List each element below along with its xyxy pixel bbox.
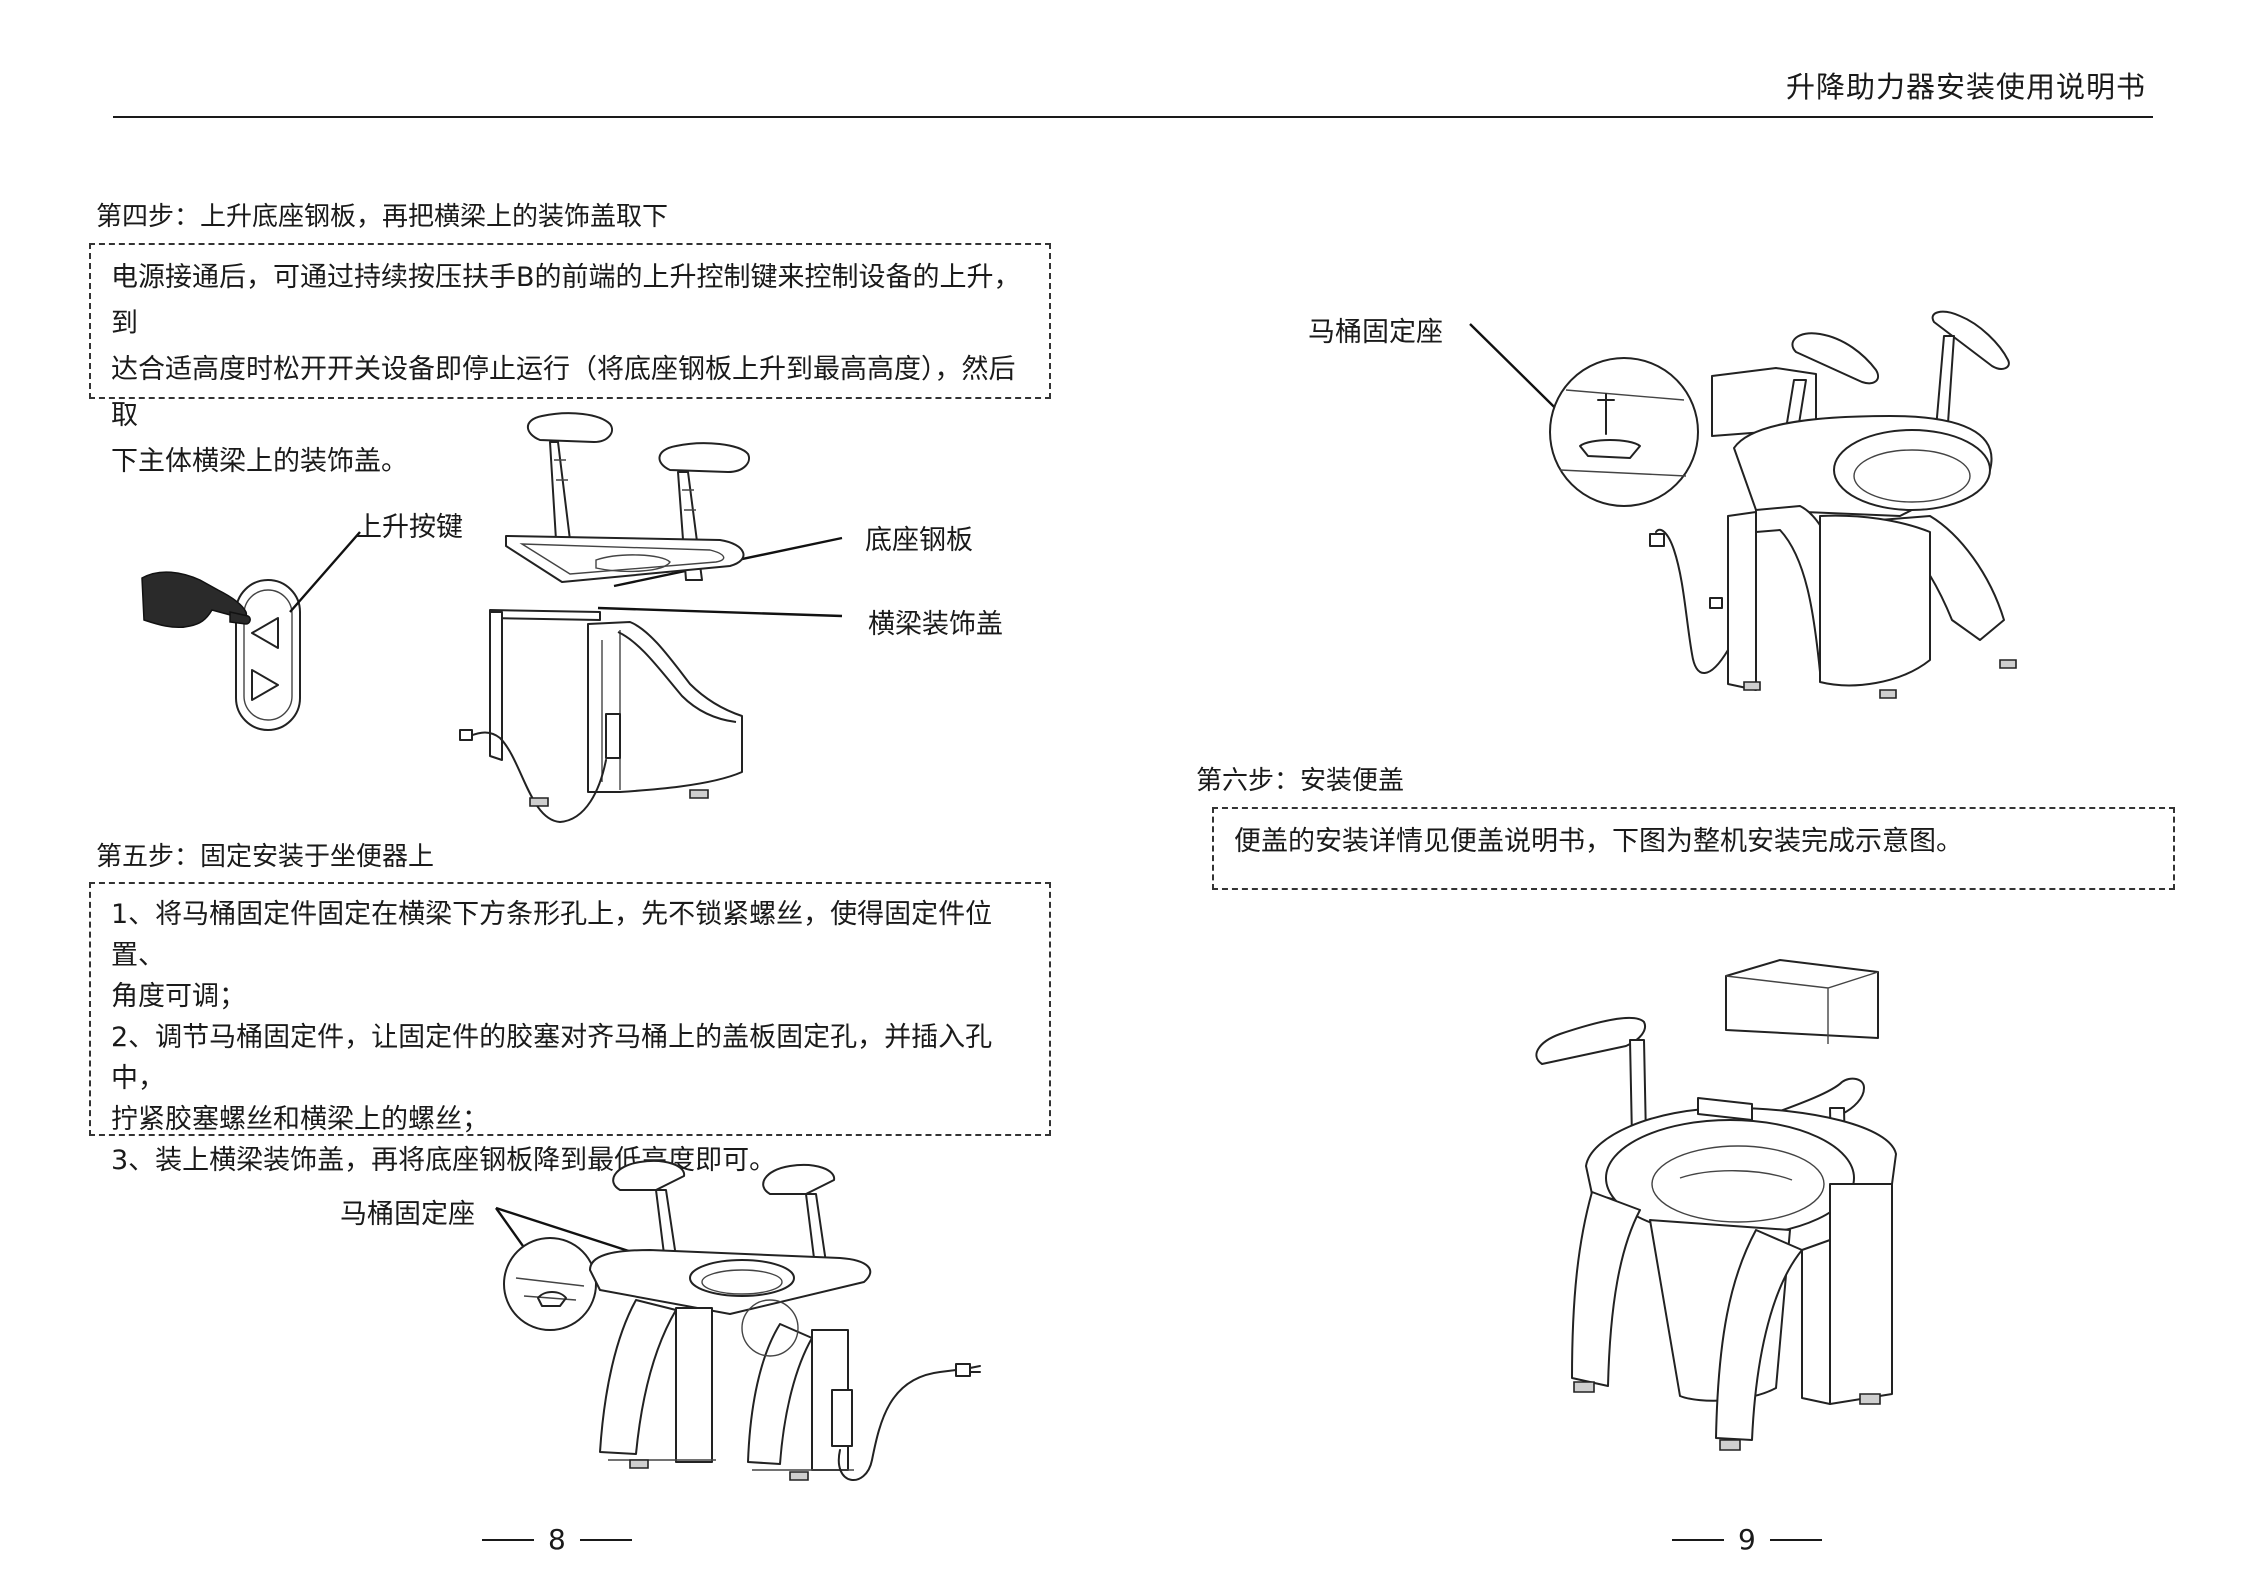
page-dash — [482, 1538, 534, 1541]
installation-complete-illustration — [1530, 958, 1920, 1458]
callout-up-button: 上升按键 — [355, 512, 463, 543]
callout-toilet-mount-left: 马桶固定座 — [340, 1199, 475, 1230]
step6-line-1: 便盖的安装详情见便盖说明书，下图为整机安装完成示意图。 — [1234, 826, 1963, 857]
page-number-left: 8 — [482, 1523, 632, 1556]
step4-heading: 第四步：上升底座钢板，再把横梁上的装饰盖取下 — [96, 202, 669, 232]
pointing-hand-icon — [142, 572, 250, 627]
step4-line-3: 下主体横梁上的装饰盖。 — [111, 446, 408, 477]
callout-beam-cover: 横梁装饰盖 — [868, 609, 1003, 640]
step6-heading: 第六步：安装便盖 — [1196, 766, 1405, 796]
step5-line-3: 2、调节马桶固定件，让固定件的胶塞对齐马桶上的盖板固定孔，并插入孔中， — [111, 1022, 993, 1094]
step5-illustration — [480, 1160, 1040, 1490]
installation-illustration-top — [1460, 320, 2060, 720]
step6-instruction-box: 便盖的安装详情见便盖说明书，下图为整机安装完成示意图。 — [1212, 807, 2175, 890]
page-number-right: 9 — [1672, 1523, 1822, 1556]
callout-toilet-mount-right: 马桶固定座 — [1308, 317, 1443, 348]
step5-line-4: 拧紧胶塞螺丝和横梁上的螺丝； — [111, 1104, 489, 1135]
document-title: 升降助力器安装使用说明书 — [1785, 70, 2146, 104]
page-dash — [1672, 1538, 1724, 1541]
page-dash — [1769, 1538, 1822, 1541]
step4-line-2: 达合适高度时松开开关设备即停止运行（将底座钢板上升到最高高度），然后取 — [111, 354, 1016, 431]
page-dash — [579, 1538, 632, 1541]
step4-illustration — [130, 420, 1030, 830]
header-rule — [113, 116, 2153, 118]
triangle-right-icon — [252, 670, 278, 700]
page-number-left-value: 8 — [548, 1523, 566, 1556]
step5-heading: 第五步：固定安装于坐便器上 — [96, 842, 435, 872]
page-number-right-value: 9 — [1738, 1523, 1756, 1556]
step5-line-1: 1、将马桶固定件固定在横梁下方条形孔上，先不锁紧螺丝，使得固定件位置、 — [111, 899, 993, 971]
triangle-left-icon — [252, 618, 278, 648]
callout-base-plate: 底座钢板 — [865, 525, 973, 556]
step4-instruction-box: 电源接通后，可通过持续按压扶手B的前端的上升控制键来控制设备的上升，到 达合适高… — [89, 243, 1051, 477]
step5-line-2: 角度可调； — [111, 981, 246, 1012]
step5-instruction-box: 1、将马桶固定件固定在横梁下方条形孔上，先不锁紧螺丝，使得固定件位置、 角度可调… — [89, 882, 1051, 1176]
step4-line-1: 电源接通后，可通过持续按压扶手B的前端的上升控制键来控制设备的上升，到 — [111, 262, 1021, 339]
control-button — [236, 580, 300, 730]
